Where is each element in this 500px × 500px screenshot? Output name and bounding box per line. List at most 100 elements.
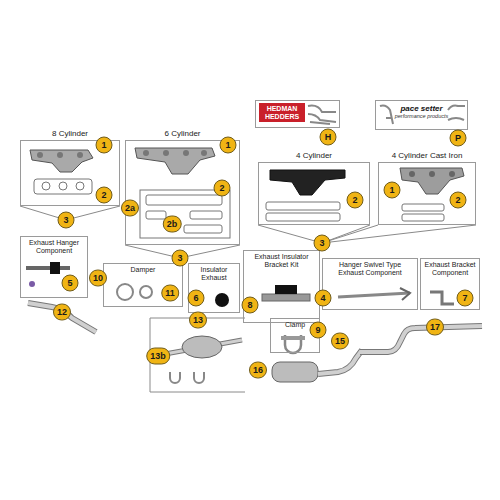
swivel-hanger	[338, 293, 410, 297]
gasket-4-cylinder	[266, 202, 340, 221]
gasket-6-cylinder	[146, 211, 166, 219]
callout-number: 2b	[163, 216, 182, 233]
damper-rings	[117, 284, 152, 300]
bracket-line	[258, 225, 476, 243]
gasket-4-cylinder	[266, 213, 340, 221]
manifold-4-cylinder	[270, 170, 345, 195]
group-box: HEDMAN HEDDERS	[255, 100, 340, 128]
header-pipes	[308, 106, 336, 124]
group-heading: Insulator Exhaust	[189, 264, 239, 282]
gasket-8-cylinder	[34, 179, 92, 194]
callout-number: 2a	[121, 200, 139, 217]
callout-number: 13	[189, 312, 207, 329]
swivel-hanger	[338, 288, 410, 300]
callout-number: 4	[315, 290, 332, 307]
callout-number: 9	[310, 322, 327, 339]
callout-number: H	[320, 129, 337, 146]
group-heading: pace setter	[394, 104, 449, 113]
header-pipes	[448, 106, 465, 121]
manifold-4-cylinder	[270, 170, 345, 195]
manifold-cast-iron	[409, 171, 415, 177]
catalytic-converter	[165, 336, 242, 383]
group-heading: performance products	[394, 113, 449, 119]
callout-number: 10	[89, 270, 107, 287]
gasket-8-cylinder	[42, 182, 50, 190]
intermediate-pipe	[318, 350, 362, 374]
gasket-6-cylinder	[146, 195, 222, 205]
damper-rings	[140, 286, 152, 298]
front-pipe	[28, 303, 96, 332]
callout-number: 2	[450, 192, 467, 209]
group-heading: Hanger Swivel Type Exhaust Component	[323, 259, 417, 277]
u-clamp	[281, 335, 305, 353]
manifold-cast-iron	[400, 168, 464, 194]
callout-number: 13b	[146, 348, 170, 365]
manifold-6-cylinder	[201, 150, 207, 156]
callout-number: 2	[96, 187, 113, 204]
manifold-cast-iron	[400, 168, 464, 194]
tailpipe	[360, 326, 482, 352]
group-heading: HEDMAN HEDDERS	[259, 103, 305, 122]
gasket-6-cylinder	[184, 225, 222, 233]
manifold-6-cylinder	[143, 150, 149, 156]
callout-number: 1	[96, 137, 113, 154]
manifold-8-cylinder	[37, 152, 43, 158]
callout-number: 8	[242, 297, 259, 314]
group-heading: Exhaust Insulator Bracket Kit	[244, 251, 319, 269]
exhaust-bracket	[430, 292, 454, 304]
muffler	[272, 362, 318, 382]
callout-number: 6	[188, 290, 205, 307]
manifold-6-cylinder	[135, 148, 215, 174]
manifold-8-cylinder	[77, 152, 83, 158]
callout-number: 3	[58, 212, 75, 229]
muffler	[272, 362, 318, 382]
exhaust-hanger	[50, 262, 60, 274]
callout-number: 5	[62, 275, 79, 292]
intermediate-pipe	[318, 350, 362, 374]
gasket-8-cylinder	[34, 179, 92, 194]
callout-number: 3	[314, 235, 331, 252]
callout-number: 15	[331, 333, 349, 350]
u-clamp	[281, 336, 305, 340]
catalytic-converter	[170, 372, 204, 383]
group-heading: 8 Cylinder	[50, 129, 90, 139]
gasket-6-cylinder	[140, 190, 230, 238]
callout-number: 1	[384, 182, 401, 199]
catalytic-converter	[182, 336, 222, 358]
bracket-kit	[275, 285, 297, 294]
bracket-kit	[262, 285, 310, 301]
gasket-cast-iron	[402, 214, 444, 221]
tailpipe	[360, 326, 482, 352]
group-box: Exhaust Hanger Component	[20, 236, 88, 298]
manifold-cast-iron	[429, 171, 435, 177]
manifold-6-cylinder	[163, 150, 169, 156]
callout-number: 11	[161, 285, 179, 302]
swivel-hanger	[400, 288, 410, 300]
callout-number: 2	[214, 180, 231, 197]
front-pipe	[28, 303, 96, 332]
manifold-6-cylinder	[183, 150, 189, 156]
front-pipe	[28, 303, 96, 332]
manifold-8-cylinder	[30, 150, 93, 172]
damper-rings	[117, 284, 133, 300]
gasket-cast-iron	[402, 204, 444, 211]
gasket-4-cylinder	[266, 202, 340, 210]
callout-number: 2	[347, 192, 364, 209]
exhaust-bracket	[430, 292, 454, 304]
gasket-cast-iron	[402, 204, 444, 221]
callout-number: P	[450, 130, 467, 147]
gasket-8-cylinder	[59, 182, 67, 190]
group-heading: Exhaust Bracket Component	[421, 259, 479, 277]
group-heading: 4 Cylinder Cast Iron	[390, 151, 465, 161]
gasket-8-cylinder	[76, 182, 84, 190]
exhaust-hanger	[29, 281, 35, 287]
manifold-cast-iron	[449, 171, 455, 177]
group-box: pace setterperformance products	[375, 100, 468, 130]
manifold-8-cylinder	[30, 150, 93, 172]
intermediate-pipe	[318, 350, 362, 374]
group-heading: 6 Cylinder	[162, 129, 202, 139]
insulator-rubber	[215, 293, 229, 307]
callout-number: 3	[172, 250, 189, 267]
gasket-6-cylinder	[140, 190, 230, 238]
header-pipes	[380, 106, 393, 125]
